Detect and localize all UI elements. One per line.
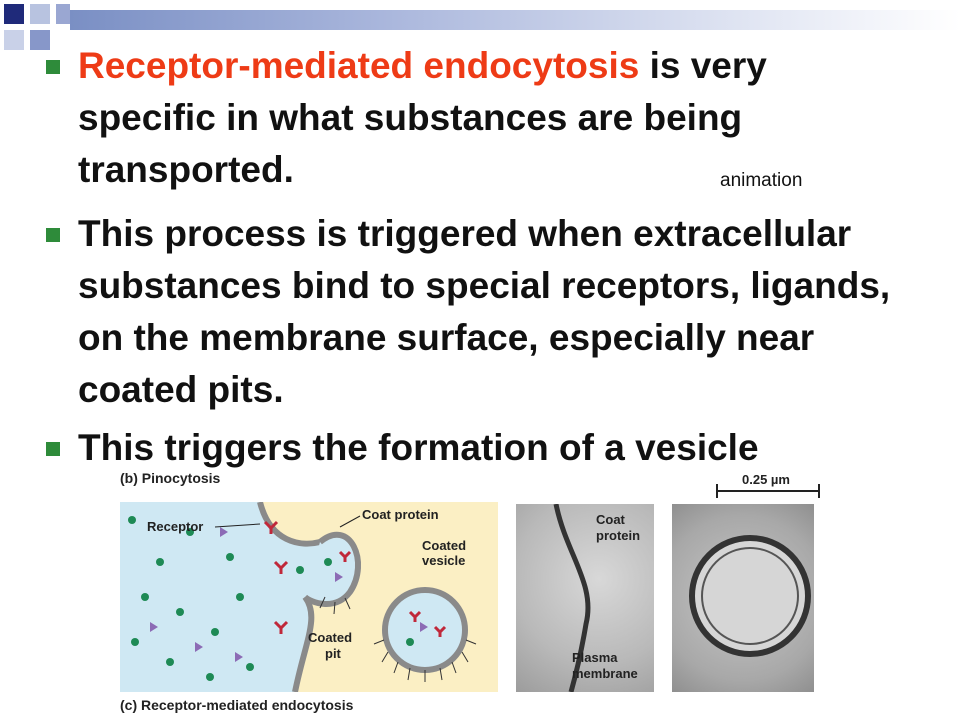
bullet-highlight: Receptor-mediated endocytosis (78, 45, 640, 86)
micro-plasma-label-2: membrane (572, 666, 638, 681)
decor-square (4, 4, 24, 24)
bullet-item: This process is triggered when extracell… (46, 208, 926, 416)
coated-vesicle-label-2: vesicle (422, 553, 465, 568)
coated-pit-label-1: Coated (308, 630, 352, 645)
bullet-marker (46, 60, 60, 74)
bullet-marker (46, 228, 60, 242)
figure-label-pinocytosis: (b) Pinocytosis (120, 470, 221, 486)
scale-bar (716, 490, 820, 492)
coated-pit-label-2: pit (325, 646, 342, 661)
coated-pit (302, 531, 361, 607)
decor-square (30, 4, 50, 24)
coated-vesicle (382, 587, 468, 673)
header-gradient-bar (70, 10, 960, 30)
bullet-marker (46, 442, 60, 456)
bullet-text: This triggers the formation of a vesicle (78, 427, 759, 468)
bullet-list: Receptor-mediated endocytosis is very sp… (46, 40, 926, 480)
plasma-membrane (292, 595, 315, 692)
scale-bar-tick (716, 484, 718, 498)
micro-plasma-label-1: Plasma (572, 650, 618, 665)
plasma-membrane (257, 502, 321, 547)
decor-square (56, 4, 70, 24)
scale-bar-label: 0.25 µm (742, 472, 790, 487)
receptor-label: Receptor (147, 519, 203, 534)
bullet-text: is very specific in what substances are … (78, 45, 767, 190)
micrograph-coated-pit: Coat protein Plasma membrane (516, 504, 654, 692)
bullet-text: This process is triggered when extracell… (78, 213, 891, 410)
micro-coat-label-2: protein (596, 528, 641, 543)
animation-link[interactable]: animation (720, 170, 803, 191)
bullet-item: Receptor-mediated endocytosis is very sp… (46, 40, 898, 196)
endocytosis-diagram: Receptor Coat protein Coated vesicle Coa… (120, 502, 498, 692)
micrograph-coated-vesicle (672, 504, 814, 692)
decor-square (30, 30, 50, 50)
scale-bar-tick (818, 484, 820, 498)
coat-protein-label: Coat protein (362, 507, 439, 522)
decor-square (4, 30, 24, 50)
coated-vesicle-label-1: Coated (422, 538, 466, 553)
bullet-item: This triggers the formation of a vesicle (46, 422, 926, 474)
figure-label-receptor-mediated: (c) Receptor-mediated endocytosis (120, 697, 354, 713)
micro-coat-label-1: Coat (596, 512, 625, 527)
